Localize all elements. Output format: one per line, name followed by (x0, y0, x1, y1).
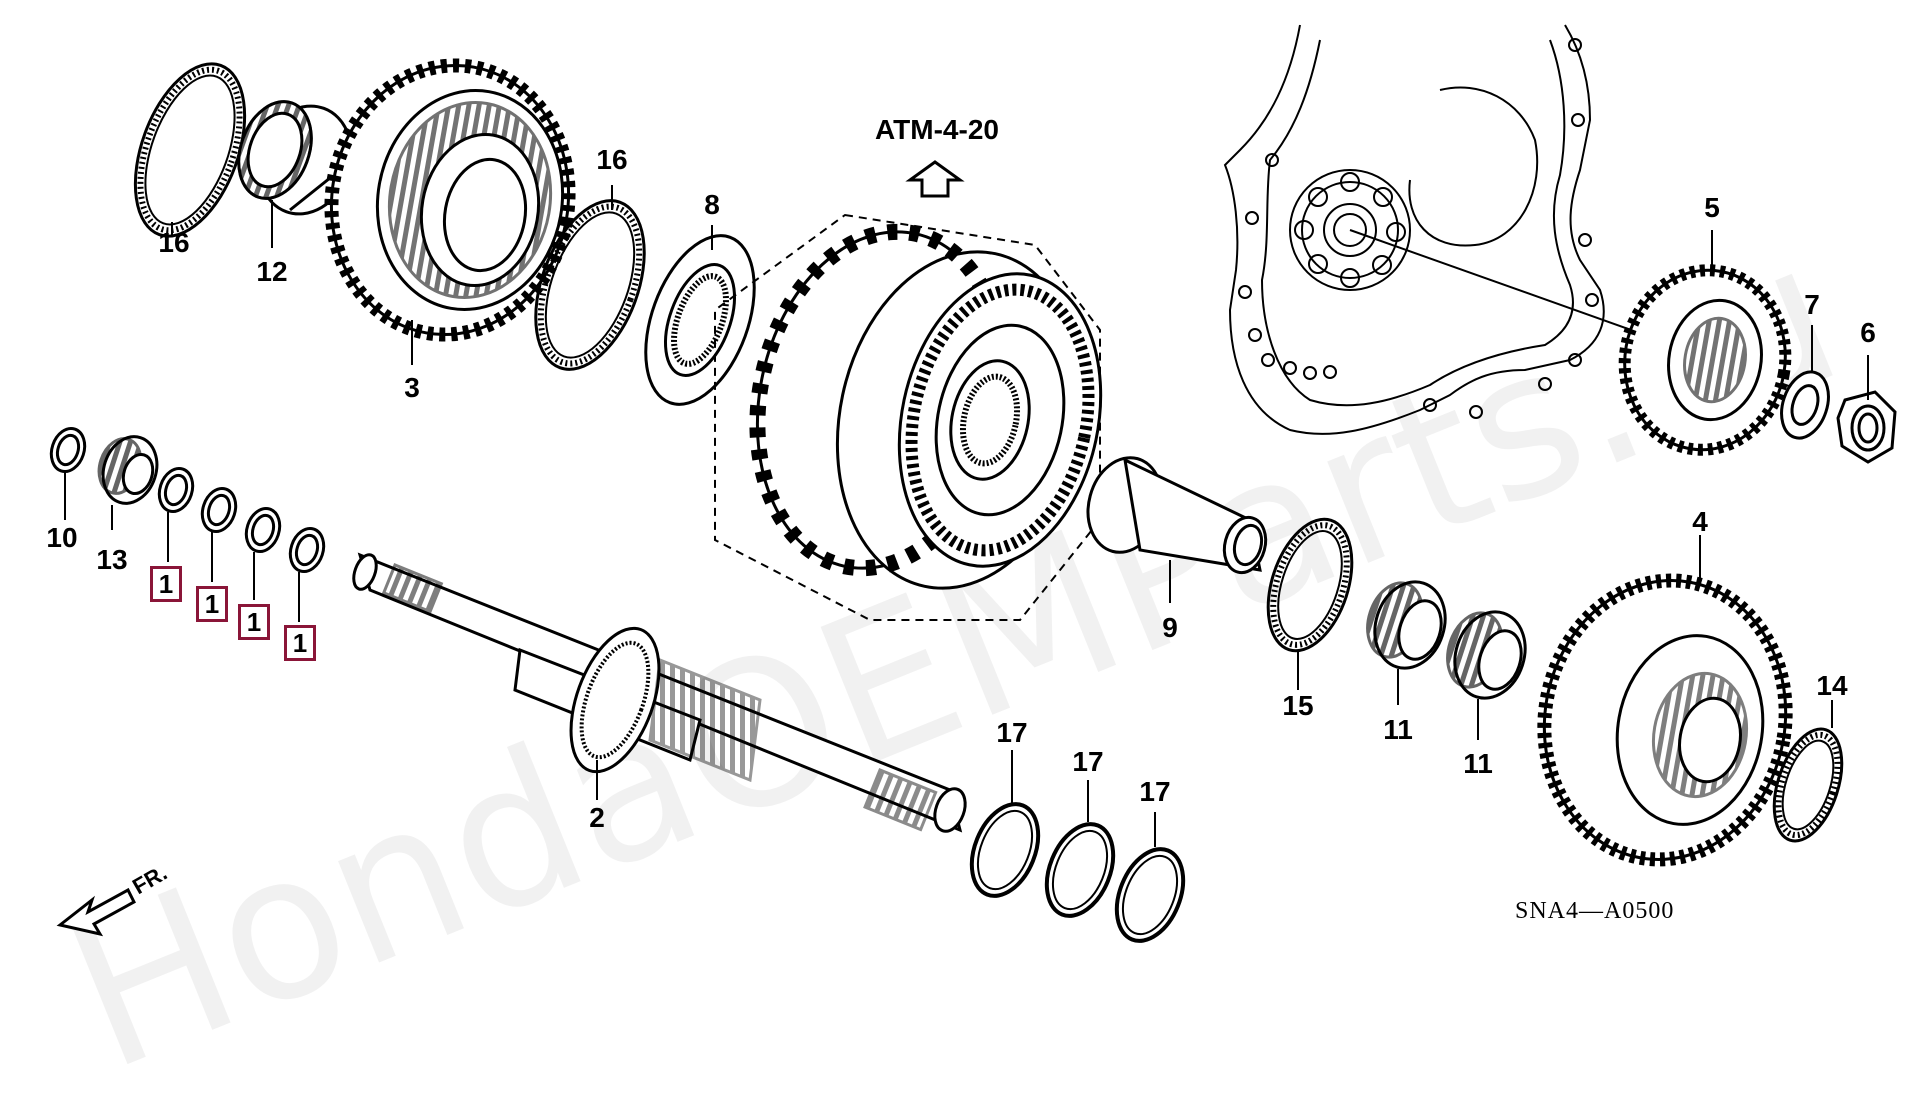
part-16-thrust-bearing (133, 62, 247, 238)
callout-8[interactable]: 8 (704, 189, 720, 220)
callout-5[interactable]: 5 (1704, 192, 1720, 223)
part-9-sleeve (1086, 456, 1268, 575)
part-13-needle-bearing (97, 435, 159, 505)
reference-arrow (905, 160, 965, 198)
atm-reference-link[interactable]: ATM-4-20 (875, 114, 999, 145)
callout-10[interactable]: 10 (46, 522, 78, 553)
callout-7[interactable]: 7 (1804, 289, 1820, 320)
part-11-needle-bearing-b (1446, 610, 1527, 700)
callout-4[interactable]: 4 (1692, 506, 1708, 537)
transmission-case (1223, 24, 1605, 435)
callout-3[interactable]: 3 (404, 372, 420, 403)
callout-11[interactable]: 11 (1463, 748, 1493, 779)
callout-2[interactable]: 2 (589, 802, 605, 833)
part-3-gear (324, 58, 576, 342)
callout-16[interactable]: 16 (158, 227, 190, 258)
callout-15[interactable]: 15 (1282, 690, 1314, 721)
callout-9[interactable]: 9 (1162, 612, 1178, 643)
callout-11[interactable]: 11 (1383, 714, 1413, 745)
boxed-callout-1[interactable]: 1 (238, 604, 270, 640)
part-6-nut (1836, 390, 1897, 464)
part-1-shims (157, 467, 326, 573)
part-7-washer (1780, 370, 1830, 440)
boxed-callout-1[interactable]: 1 (150, 566, 182, 602)
front-direction-arrow (56, 887, 136, 937)
clutch-assembly (714, 213, 1103, 621)
callout-16[interactable]: 16 (596, 144, 628, 175)
part-2-mainshaft (352, 552, 967, 833)
boxed-callout-1[interactable]: 1 (196, 586, 228, 622)
callout-17[interactable]: 17 (1139, 776, 1171, 807)
parts-diagram: HondaOEMParts.ru (40, 24, 1897, 1116)
callout-17[interactable]: 17 (996, 717, 1028, 748)
diagram-drawing (49, 24, 1897, 943)
callout-14[interactable]: 14 (1816, 670, 1848, 701)
part-8-seal (644, 234, 756, 406)
leader-lines (64, 185, 1869, 847)
part-10-ring (49, 427, 87, 473)
part-16-thrust-bearing-2 (534, 199, 646, 371)
part-14-thrust-bearing (1772, 727, 1844, 843)
boxed-callout-1[interactable]: 1 (284, 625, 316, 661)
part-11-needle-bearing-a (1366, 580, 1447, 670)
part-4-gear (1537, 573, 1793, 867)
part-5-gear (1618, 264, 1792, 456)
part-12-needle-bearing (237, 100, 353, 216)
diagram-code: SNA4—A0500 (1515, 898, 1675, 924)
part-15-thrust-bearing (1266, 517, 1354, 653)
callout-6[interactable]: 6 (1860, 317, 1876, 348)
callout-12[interactable]: 12 (256, 256, 288, 287)
callout-13[interactable]: 13 (96, 544, 128, 575)
callout-17[interactable]: 17 (1072, 746, 1104, 777)
part-17-o-rings (969, 802, 1186, 943)
